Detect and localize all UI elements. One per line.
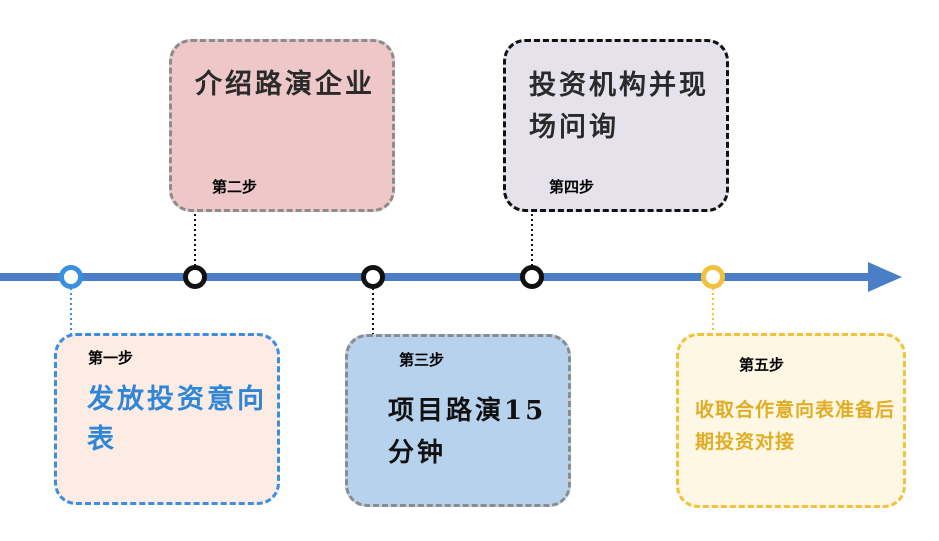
node-step2 [183, 265, 207, 289]
step2-label: 第二步 [212, 178, 258, 196]
step4-card: 投资机构并现场问询 第四步 [503, 39, 729, 212]
step1-card: 第一步 发放投资意向表 [54, 333, 280, 505]
step1-label: 第一步 [88, 349, 134, 367]
step5-card: 第五步 收取合作意向表准备后期投资对接 [676, 333, 906, 508]
step2-card: 介绍路演企业 第二步 [169, 39, 395, 212]
node-step3 [361, 265, 385, 289]
step5-text: 收取合作意向表准备后期投资对接 [695, 399, 896, 453]
node-step5 [701, 265, 725, 289]
step1-text: 发放投资意向表 [87, 384, 267, 455]
step2-text: 介绍路演企业 [195, 69, 375, 100]
timeline-arrowhead [868, 262, 902, 292]
step3-text: 项目路演15分钟 [388, 396, 547, 468]
step4-text: 投资机构并现场问询 [529, 70, 709, 143]
step3-card: 第三步 项目路演15分钟 [345, 334, 571, 507]
step5-label: 第五步 [739, 356, 785, 374]
node-step4 [520, 265, 544, 289]
node-step1 [59, 265, 83, 289]
step4-label: 第四步 [549, 178, 595, 196]
step3-label: 第三步 [399, 351, 445, 369]
